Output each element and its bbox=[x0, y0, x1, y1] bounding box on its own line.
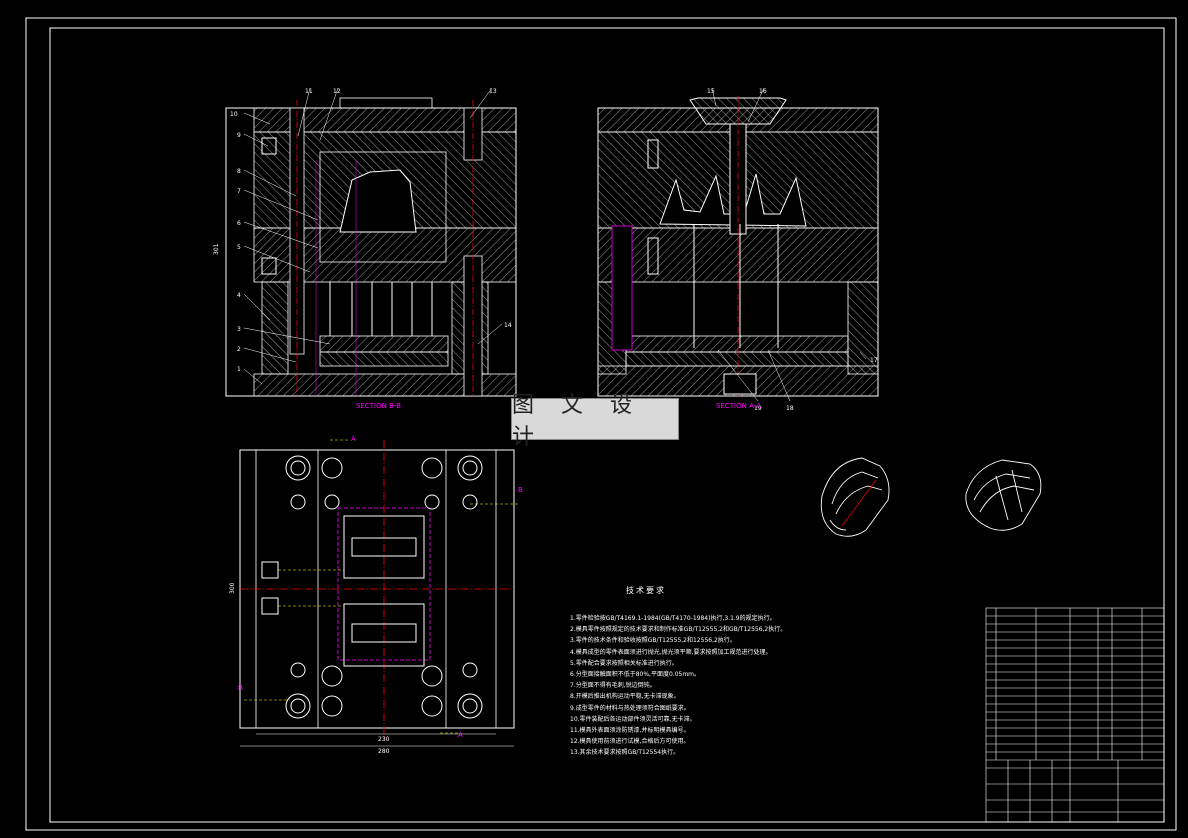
section-marker-b-right: B bbox=[518, 486, 523, 494]
callout-number: 10 bbox=[230, 111, 238, 118]
callout-leader bbox=[767, 349, 791, 402]
callout-leader bbox=[243, 221, 319, 249]
callout-number: 1 bbox=[237, 366, 241, 373]
callout-number: 4 bbox=[237, 292, 241, 299]
callout-number: 14 bbox=[504, 322, 512, 329]
part-iso-view-1 bbox=[820, 457, 890, 537]
callout-number: 7 bbox=[237, 188, 241, 195]
callout-number: 12 bbox=[333, 88, 341, 95]
callout-leader bbox=[859, 351, 867, 360]
callout-number: 8 bbox=[237, 168, 241, 175]
callout-number: 3 bbox=[237, 326, 241, 333]
inner-frame bbox=[49, 27, 1165, 823]
callout-number: 11 bbox=[305, 88, 313, 95]
note-item: 7.分型面不得有毛刺,锐边倒钝。 bbox=[570, 682, 656, 690]
callout-leader bbox=[747, 87, 765, 123]
callout-leader bbox=[319, 87, 339, 141]
callout-leader bbox=[297, 87, 311, 137]
right-callouts: 15 16 17 18 19 bbox=[707, 87, 878, 412]
callout-number: 9 bbox=[237, 132, 241, 139]
callout-leader bbox=[469, 87, 493, 119]
note-item: 5.零件配合要求按照相关标准进行执行。 bbox=[570, 659, 678, 667]
callout-leader bbox=[243, 169, 297, 197]
callout-leader bbox=[243, 112, 271, 125]
dim-width-outer: 280 bbox=[378, 748, 390, 755]
plan-view bbox=[239, 439, 518, 740]
section-marker-a-top: A bbox=[351, 435, 356, 443]
callout-number: 5 bbox=[237, 244, 241, 251]
dim-height-plan: 300 bbox=[229, 582, 236, 594]
section-b-b-view bbox=[225, 97, 517, 397]
note-item: 4.模具成型的零件表面须进行抛光,抛光须平顺,要求按照加工规范进行处理。 bbox=[570, 648, 772, 656]
note-item: 6.分型面接触面积不低于80%,平面度0.05mm。 bbox=[570, 671, 701, 679]
callout-leader bbox=[711, 87, 717, 107]
callout-number: 13 bbox=[489, 88, 497, 95]
note-item: 3.零件的技术条件和验收按照GB/T12555,2和12556,2执行。 bbox=[570, 637, 736, 645]
note-item: 1.零件检验按GB/T4169.1-1984(GB/T4170-1984)执行,… bbox=[570, 615, 776, 622]
dim-width-inner: 230 bbox=[378, 736, 390, 743]
section-a-a-view bbox=[597, 96, 879, 397]
callout-number: 2 bbox=[237, 346, 241, 353]
notes-title: 技术要求 bbox=[626, 586, 666, 595]
part-iso-view-2 bbox=[965, 459, 1042, 531]
section-label-a-a: SECTION A-A bbox=[716, 402, 761, 410]
callout-leader bbox=[243, 245, 311, 273]
note-item: 12.模具使用前须进行试模,合格后方可使用。 bbox=[570, 738, 690, 746]
callout-number: 16 bbox=[759, 88, 767, 95]
watermark-banner: 图 文 设 计 bbox=[511, 393, 679, 450]
note-item: 8.开模后推出机构运动平稳,无卡滞现象。 bbox=[570, 693, 680, 701]
note-item: 10.零件装配后各运动部件须灵活可靠,无卡滞。 bbox=[570, 715, 696, 723]
notes-list: 1.零件检验按GB/T4169.1-1984(GB/T4170-1984)执行,… bbox=[570, 613, 786, 759]
callout-number: 6 bbox=[237, 220, 241, 227]
callout-leader bbox=[243, 368, 263, 385]
callout-leader bbox=[243, 293, 271, 321]
note-item: 13.其余技术要求按照GB/T12554执行。 bbox=[570, 749, 680, 757]
note-item: 11.模具外表面须涂防锈漆,并标明模具编号。 bbox=[570, 727, 690, 735]
note-item: 9.成型零件的材料与热处理须符合图纸要求。 bbox=[570, 704, 690, 712]
callout-number: 19 bbox=[754, 405, 762, 412]
callout-number: 15 bbox=[707, 88, 715, 95]
dim-height-left: 301 bbox=[213, 243, 220, 255]
callout-number: 18 bbox=[786, 405, 794, 412]
callout-leader bbox=[243, 189, 319, 221]
callout-number: 17 bbox=[870, 357, 878, 364]
section-marker-a-bottom: A bbox=[458, 731, 463, 739]
callout-leader bbox=[243, 133, 269, 147]
callout-leader bbox=[243, 347, 297, 363]
callout-leader bbox=[477, 323, 503, 345]
section-label-b-b: SECTION B-B bbox=[356, 402, 401, 410]
section-marker-b-left: B bbox=[238, 684, 243, 692]
note-item: 2.模具零件按照规定的技术要求和制作标准GB/T12555,2和GB/T1255… bbox=[570, 626, 787, 634]
callout-leader bbox=[717, 349, 759, 402]
callout-leader bbox=[243, 327, 331, 345]
title-block bbox=[985, 607, 1165, 823]
outer-frame bbox=[25, 17, 1177, 831]
